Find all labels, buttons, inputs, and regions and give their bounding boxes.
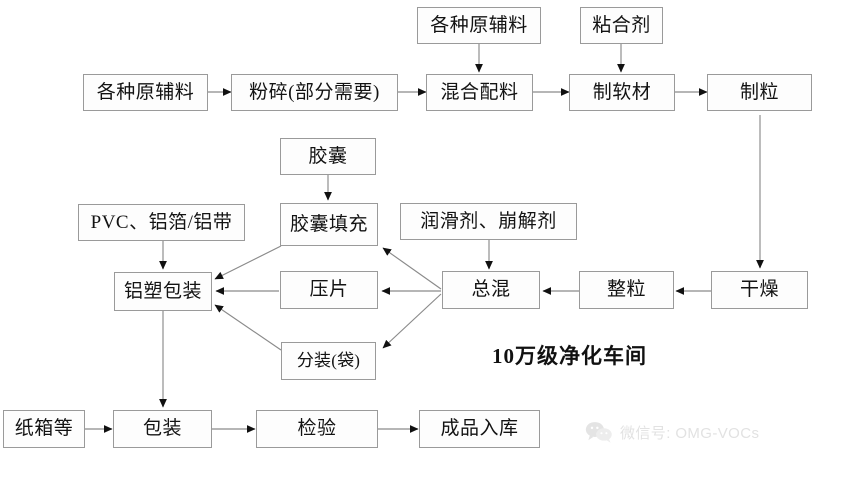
node-label: 包装	[142, 418, 182, 440]
node-label: 成品入库	[440, 418, 519, 440]
node-capsule[interactable]: 胶囊	[280, 138, 376, 175]
node-raw-materials-2[interactable]: 各种原辅料	[417, 7, 541, 44]
watermark-text: 微信号: OMG-VOCs	[620, 424, 760, 442]
node-label: 纸箱等	[14, 418, 74, 440]
node-sizing[interactable]: 整粒	[579, 271, 674, 309]
node-label: 胶囊	[308, 145, 348, 167]
node-mixing[interactable]: 混合配料	[426, 74, 533, 111]
node-label: 各种原辅料	[430, 14, 528, 36]
node-label: 分装(袋)	[296, 351, 361, 371]
node-label: 各种原辅料	[96, 81, 195, 103]
edge-totalmix-to-bagging	[382, 293, 442, 349]
node-binder[interactable]: 粘合剂	[580, 7, 663, 44]
node-capsule-filling[interactable]: 胶囊填充	[280, 203, 378, 246]
node-label: 铝塑包装	[123, 280, 202, 302]
node-label: 胶囊填充	[289, 213, 368, 235]
node-label: 总混	[471, 279, 511, 301]
node-bagging[interactable]: 分装(袋)	[281, 342, 376, 380]
node-label: 压片	[309, 279, 349, 301]
watermark: 微信号: OMG-VOCs	[585, 421, 759, 443]
node-total-mixing[interactable]: 总混	[442, 271, 540, 309]
node-granulation[interactable]: 制粒	[707, 74, 812, 111]
node-label: 制粒	[739, 81, 779, 103]
edge-totalmix-to-capsulefill	[382, 247, 442, 290]
node-crushing[interactable]: 粉碎(部分需要)	[231, 74, 398, 111]
node-label: PVC、铝箔/铝带	[90, 211, 233, 233]
edge-capsulefill-to-alupack	[214, 245, 282, 280]
node-label: 粘合剂	[592, 14, 651, 36]
node-label: 混合配料	[440, 81, 519, 103]
node-label: 检验	[297, 418, 337, 440]
node-packaging[interactable]: 包装	[113, 410, 212, 448]
node-raw-materials-1[interactable]: 各种原辅料	[83, 74, 208, 111]
edge-bagging-to-alupack	[214, 304, 282, 351]
node-soft-material[interactable]: 制软材	[569, 74, 675, 111]
node-finished-goods-warehouse[interactable]: 成品入库	[419, 410, 540, 448]
zone-label-cleanroom: 10万级净化车间	[492, 344, 647, 368]
node-carton[interactable]: 纸箱等	[3, 410, 85, 448]
node-pvc-foil[interactable]: PVC、铝箔/铝带	[78, 204, 245, 241]
node-label: 干燥	[739, 279, 779, 301]
node-tableting[interactable]: 压片	[280, 271, 378, 309]
node-drying[interactable]: 干燥	[711, 271, 808, 309]
node-label: 润滑剂、崩解剂	[420, 210, 557, 232]
node-label: 粉碎(部分需要)	[249, 81, 380, 103]
node-alu-plastic-packaging[interactable]: 铝塑包装	[114, 272, 212, 311]
node-lubricant-disintegrant[interactable]: 润滑剂、崩解剂	[400, 203, 577, 240]
node-label: 整粒	[606, 279, 646, 301]
node-label: 制软材	[592, 81, 652, 103]
node-inspection[interactable]: 检验	[256, 410, 378, 448]
wechat-icon	[585, 422, 612, 443]
